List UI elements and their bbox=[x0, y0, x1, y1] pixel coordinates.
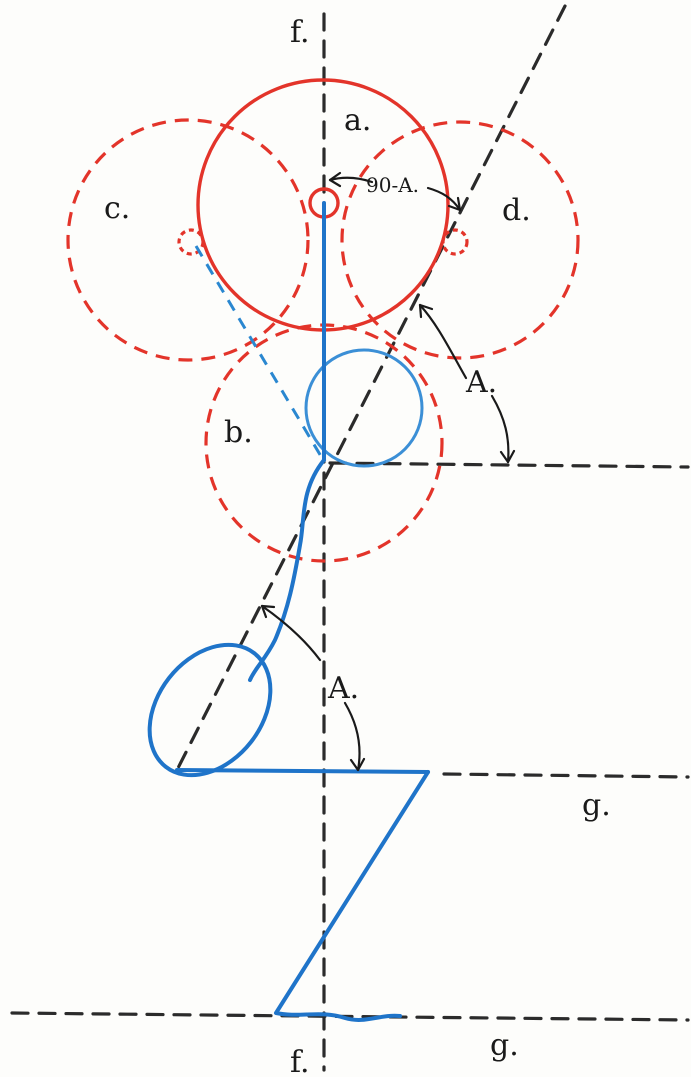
blue-circle bbox=[304, 348, 424, 468]
figure-thigh bbox=[248, 458, 326, 682]
figure-leg bbox=[274, 770, 430, 1022]
label-angle-complement: 90-A. bbox=[366, 173, 419, 197]
label-axis-g-upper: g. bbox=[582, 788, 611, 823]
label-circle-d: d. bbox=[502, 193, 531, 228]
label-axis-f-top: f. bbox=[290, 15, 310, 50]
arrow-90a-right-head bbox=[447, 196, 462, 212]
arrow-a-bottom-up-head bbox=[260, 604, 276, 619]
label-circle-b: b. bbox=[224, 415, 253, 450]
arrow-a-top-up bbox=[418, 303, 468, 380]
label-axis-g-lower: g. bbox=[490, 1028, 519, 1063]
axis-horizontal-hip bbox=[328, 461, 690, 469]
circle-c bbox=[66, 118, 310, 362]
arrow-a-top-up-head bbox=[418, 303, 434, 319]
arrow-90a-left-head bbox=[328, 171, 342, 188]
arrow-90a-left bbox=[328, 176, 374, 184]
arrow-90a-right bbox=[426, 186, 462, 212]
arrow-a-bottom-up bbox=[260, 604, 322, 662]
figure-seat-line bbox=[175, 768, 430, 774]
axis-diagonal bbox=[175, 4, 567, 772]
axis-g-lower bbox=[10, 1011, 690, 1022]
arrow-a-bottom-down-head bbox=[349, 757, 366, 772]
label-circle-c: c. bbox=[104, 191, 130, 226]
label-angle-bottom: A. bbox=[327, 671, 359, 706]
label-circle-a: a. bbox=[344, 103, 371, 138]
blue-dashed-line bbox=[194, 245, 324, 459]
arrow-a-top-down-head bbox=[499, 449, 516, 464]
label-axis-f-bottom: f. bbox=[290, 1045, 310, 1077]
label-angle-top: A. bbox=[465, 365, 497, 400]
circle-d bbox=[340, 120, 580, 360]
figure-knee-ellipse bbox=[147, 642, 273, 778]
axis-g-upper bbox=[442, 772, 690, 779]
small-circle-right bbox=[441, 228, 469, 256]
arrow-a-top-down bbox=[490, 394, 510, 464]
arrow-a-bottom-down bbox=[343, 701, 361, 772]
